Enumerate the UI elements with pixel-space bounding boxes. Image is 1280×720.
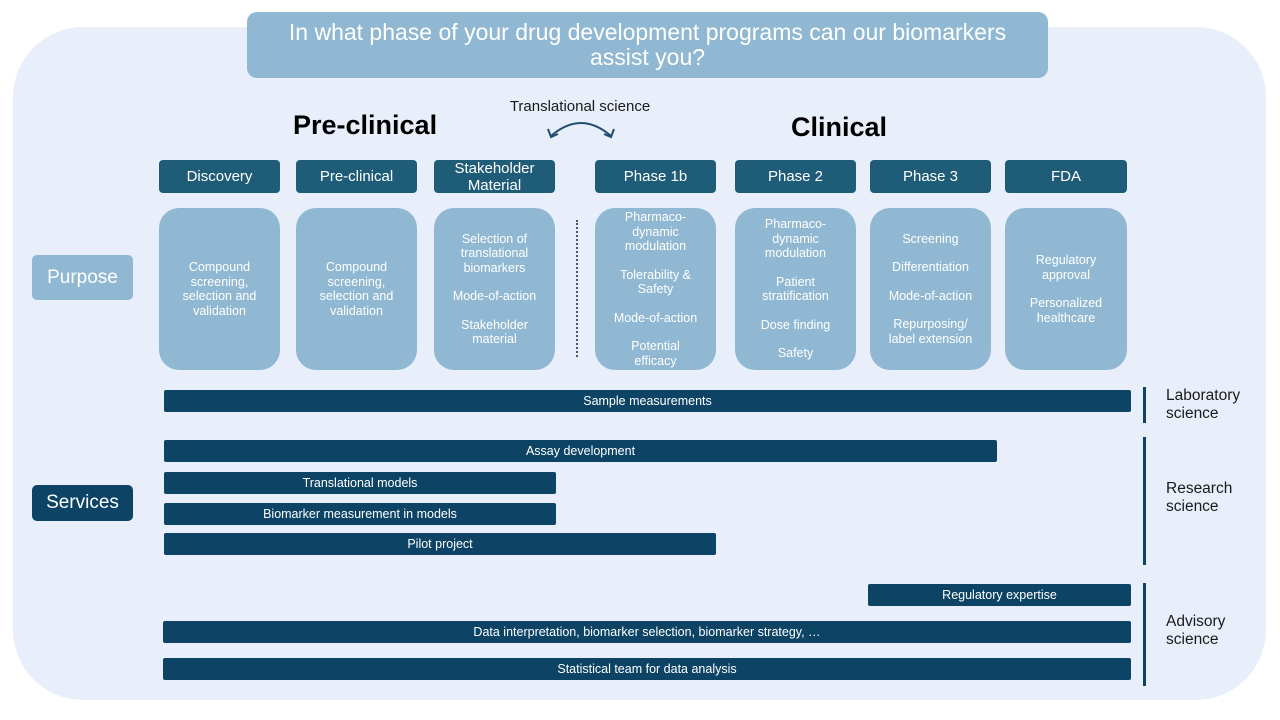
purpose-item: Mode-of-action xyxy=(888,288,973,303)
purpose-item: Potential efficacy xyxy=(631,339,680,368)
service-bar-biomarker-measurement: Biomarker measurement in models xyxy=(164,503,556,525)
purpose-label: Purpose xyxy=(32,255,133,300)
phase-2: Phase 2 xyxy=(735,160,856,193)
service-bar-data-interpretation: Data interpretation, biomarker selection… xyxy=(163,621,1131,643)
purpose-item: Compound screening, selection and valida… xyxy=(319,260,394,318)
phase-preclinical: Pre-clinical xyxy=(296,160,417,193)
advisory-science-label: Advisory science xyxy=(1166,613,1226,648)
purpose-item: Dose finding xyxy=(760,317,831,332)
purpose-item: Pharmaco- dynamic modulation xyxy=(764,217,827,261)
advisory-bracket xyxy=(1143,583,1146,686)
purpose-item: Selection of translational biomarkers xyxy=(460,231,529,275)
purpose-item: Differentiation xyxy=(892,260,969,275)
services-label: Services xyxy=(32,485,133,521)
purpose-item: Compound screening, selection and valida… xyxy=(182,260,257,318)
purpose-item: Screening xyxy=(902,231,959,246)
purpose-card-stakeholder: Selection of translational biomarkers Mo… xyxy=(434,208,555,370)
purpose-item: Safety xyxy=(777,346,814,361)
laboratory-bracket xyxy=(1143,387,1146,423)
purpose-card-discovery: Compound screening, selection and valida… xyxy=(159,208,280,370)
bidirectional-curved-arrow-icon xyxy=(547,122,615,139)
research-bracket xyxy=(1143,437,1146,565)
purpose-item: Stakeholder material xyxy=(461,317,528,347)
phase-fda: FDA xyxy=(1005,160,1127,193)
purpose-card-phase-1b: Pharmaco- dynamic modulation Tolerabilit… xyxy=(595,208,716,370)
phase-stakeholder-material: Stakeholder Material xyxy=(434,160,555,194)
service-bar-statistical-team: Statistical team for data analysis xyxy=(163,658,1131,680)
phase-3: Phase 3 xyxy=(870,160,991,193)
service-bar-assay-development: Assay development xyxy=(164,440,997,462)
purpose-card-fda: Regulatory approval Personalized healthc… xyxy=(1005,208,1127,370)
purpose-item: Personalized healthcare xyxy=(1029,296,1103,325)
phase-1b: Phase 1b xyxy=(595,160,716,193)
service-bar-regulatory-expertise: Regulatory expertise xyxy=(868,584,1131,606)
phase-divider xyxy=(576,220,578,357)
section-heading-clinical: Clinical xyxy=(791,112,888,142)
purpose-item: Patient stratification xyxy=(762,274,829,304)
purpose-item: Tolerability & Safety xyxy=(620,267,691,297)
purpose-card-phase-2: Pharmaco- dynamic modulation Patient str… xyxy=(735,208,856,370)
purpose-card-preclinical: Compound screening, selection and valida… xyxy=(296,208,417,370)
page-title: In what phase of your drug development p… xyxy=(247,12,1048,78)
purpose-item: Repurposing/ label extension xyxy=(888,317,973,346)
laboratory-science-label: Laboratory science xyxy=(1166,387,1241,422)
research-science-label: Research science xyxy=(1166,480,1233,515)
translational-science-label: Translational science xyxy=(509,98,651,115)
phase-discovery: Discovery xyxy=(159,160,280,193)
service-bar-pilot-project: Pilot project xyxy=(164,533,716,555)
purpose-item: Pharmaco- dynamic modulation xyxy=(624,210,687,253)
purpose-item: Mode-of-action xyxy=(613,310,698,325)
service-bar-translational-models: Translational models xyxy=(164,472,556,494)
purpose-card-phase-3: Screening Differentiation Mode-of-action… xyxy=(870,208,991,370)
purpose-item: Regulatory approval xyxy=(1035,253,1097,282)
service-bar-sample-measurements: Sample measurements xyxy=(164,390,1131,412)
section-heading-preclinical: Pre-clinical xyxy=(293,110,438,140)
purpose-item: Mode-of-action xyxy=(452,289,537,303)
